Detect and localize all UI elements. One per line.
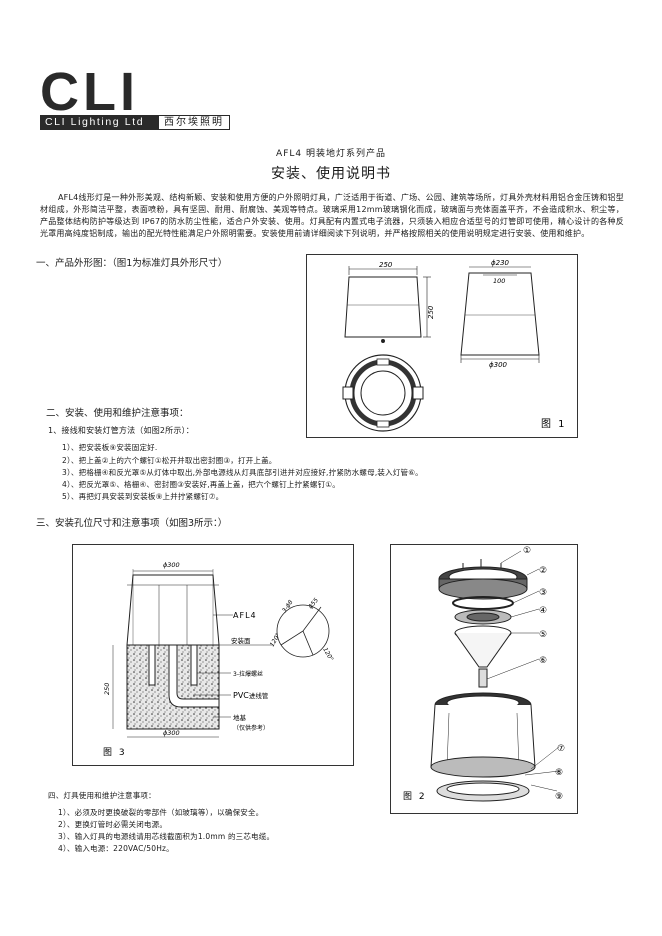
callout-9: ⑨	[555, 792, 563, 802]
logo-bar: CLI Lighting Ltd 西尔埃照明	[40, 115, 244, 130]
dim-side-bottom: ϕ300	[489, 361, 508, 369]
exploded-parts	[430, 559, 536, 802]
dim-top: ϕ300	[163, 561, 180, 569]
dim-height: 250	[427, 305, 435, 319]
lamp-front-view	[344, 266, 431, 343]
logo-chinese-name: 西尔埃照明	[158, 115, 230, 130]
dim-depth: 250	[103, 683, 111, 695]
figure2-box: ① ② ③ ④ ⑤ ⑥ ⑦ ⑧ ⑨ 图 2	[390, 544, 578, 814]
section3-heading: 三、安装孔位尺寸和注意事项（如图3所示：）	[36, 518, 228, 529]
company-logo: CLI	[40, 62, 139, 122]
note-item-2: 2）、更换灯管时必需关闭电源。	[58, 820, 168, 829]
section2-sub1: 1、接线和安装灯管方法（如图2所示）：	[48, 426, 194, 435]
callout-5: ⑤	[539, 630, 547, 640]
document-title: 安装、使用说明书	[271, 166, 391, 182]
step-3: 3）、把格栅④和反光罩⑤从灯体中取出,外部电源线从灯具底部引进并对应接好,拧紧防…	[62, 468, 423, 477]
callout-6: ⑥	[539, 656, 547, 666]
note-bolt: 3-拉爆螺丝	[233, 670, 263, 678]
dim-side-top: ϕ230	[491, 259, 510, 267]
dim-top-width: 250	[379, 261, 393, 269]
angle-a: 120°	[269, 632, 282, 648]
callout-2: ②	[539, 566, 547, 576]
intro-paragraph: AFL4线形灯是一种外形美观、结构新颖、安装和使用方便的户外照明灯具，广泛适用于…	[40, 193, 624, 238]
note-surface: 安装面	[231, 636, 251, 645]
figure3-box: ϕ300 250 ϕ300 AFL4 安装面	[72, 544, 354, 766]
note-item-1: 1）、必须及时更换破裂的零部件（如玻璃等），以确保安全。	[58, 808, 264, 817]
product-series-subtitle: AFL4 明装地灯系列产品	[276, 149, 386, 159]
callout-1: ①	[523, 546, 531, 556]
step-2: 2）、把上盖②上的六个螺钉①松开并取出密封圈③，打开上盖。	[62, 456, 277, 465]
dim-bottom: ϕ300	[163, 729, 180, 737]
step-5: 5）、再把灯具安装到安装板⑨上并拧紧螺钉⑦。	[62, 492, 224, 501]
logo-english-name: CLI Lighting Ltd	[40, 115, 158, 130]
figure3-drawing: ϕ300 250 ϕ300 AFL4 安装面	[103, 561, 335, 758]
figure1-label: 图 1	[541, 418, 567, 430]
note-pvc: PVC进线管	[233, 691, 269, 700]
angle-b: 120°	[321, 647, 334, 663]
callout-4: ④	[539, 606, 547, 616]
dim-side-inner: 100	[493, 277, 505, 285]
figure2-exploded-view: ① ② ③ ④ ⑤ ⑥ ⑦ ⑧ ⑨ 图 2	[403, 546, 565, 802]
model-label: AFL4	[233, 611, 257, 620]
callout-7: ⑦	[557, 744, 565, 754]
note-base-reference: （仅供参考）	[233, 724, 269, 732]
step-1: 1）、把安装板⑨安装固定好.	[62, 443, 158, 452]
figure3-label: 图 3	[103, 747, 127, 758]
dim-bolt: 3-ϕ8	[281, 599, 295, 614]
figure2-label: 图 2	[403, 791, 427, 802]
note-item-4: 4）、输入电源：220VAC/50Hz。	[58, 844, 174, 853]
lamp-top-view	[342, 354, 424, 432]
note-base: 地基	[233, 713, 247, 722]
lamp-elevation	[126, 569, 220, 646]
callout-3: ③	[539, 588, 547, 598]
note-item-3: 3）、输入灯具的电源线请用芯线截面积为1.0mm 的三芯电缆。	[58, 832, 275, 841]
figure1-drawing: 250 250 ϕ230 100 ϕ300 图 1	[342, 259, 567, 432]
section2-heading: 二、安装、使用和维护注意事项：	[46, 408, 189, 419]
section1-heading: 一、产品外形图：（图1为标准灯具外形尺寸）	[36, 258, 228, 269]
conduit-and-bolts	[148, 644, 220, 708]
lamp-side-view	[460, 266, 540, 363]
figure1-box: 250 250 ϕ230 100 ϕ300 图 1	[306, 254, 578, 438]
dim-hole: ϕ55	[307, 597, 320, 611]
step-4: 4）、把反光罩⑤、格栅④、密封圈③安装好,再盖上盖，把六个螺钉上拧紧螺钉①。	[62, 480, 340, 489]
section4-heading: 四、灯具使用和维护注意事项：	[48, 791, 156, 800]
callout-8: ⑧	[555, 768, 563, 778]
bolt-circle-plan	[276, 604, 330, 658]
